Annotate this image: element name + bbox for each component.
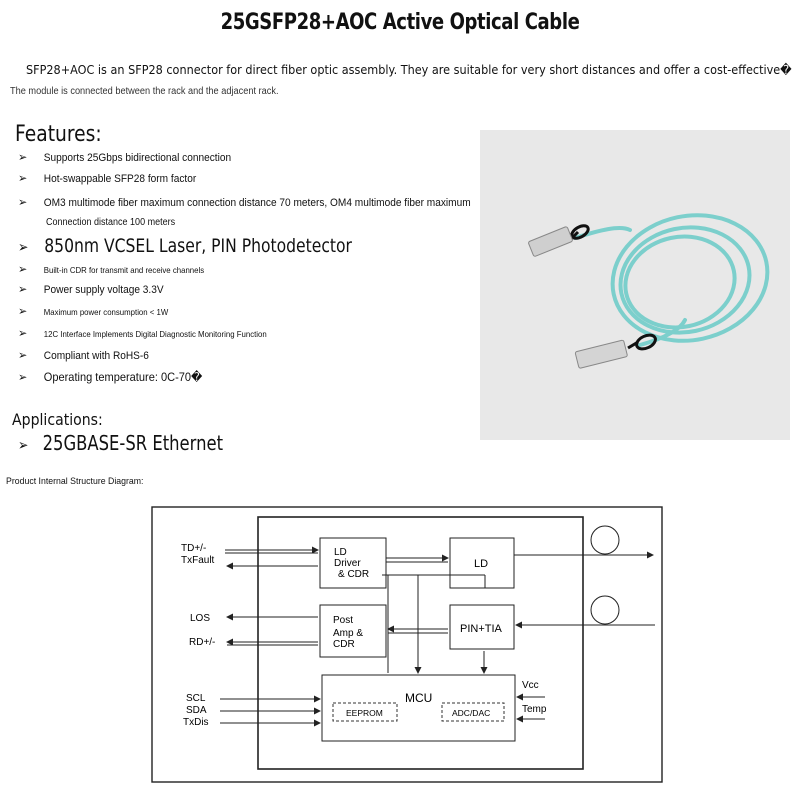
applications-heading: Applications:	[12, 410, 103, 429]
svg-text:CDR: CDR	[333, 639, 355, 650]
feature-item: ➢OM3 multimode fiber maximum connection …	[18, 195, 471, 209]
eeprom-block	[332, 702, 398, 722]
arrow-bullet-icon: ➢	[18, 326, 28, 340]
feature-item: ➢Hot-swappable SFP28 form factor	[18, 171, 197, 185]
arrow-bullet-icon: ➢	[18, 150, 28, 164]
ld-driver-block	[319, 537, 387, 589]
arrow-bullet-icon: ➢	[18, 282, 28, 296]
signal-txfault: TxFault	[181, 555, 215, 566]
diagram-caption: Product Internal Structure Diagram:	[6, 476, 144, 487]
feature-item: ➢Built-in CDR for transmit and receive c…	[18, 262, 205, 276]
feature-item: ➢Power supply voltage 3.3V	[18, 282, 164, 296]
signal-txdis: TxDis	[183, 717, 209, 728]
feature-item: ➢850nm VCSEL Laser, PIN Photodetector	[18, 235, 352, 257]
pin-tia-block	[449, 604, 515, 650]
eeprom-label: EEPROM	[346, 708, 383, 718]
signal-temp: Temp	[522, 704, 547, 715]
page-title: 25GSFP28+AOC Active Optical Cable	[220, 10, 580, 35]
intro-text-continued: The module is connected between the rack…	[10, 86, 279, 97]
sfp28-connector-top	[528, 224, 590, 257]
signal-rd: RD+/-	[189, 637, 215, 648]
arrow-bullet-icon: ➢	[18, 171, 28, 185]
product-photo	[480, 130, 790, 440]
pin-tia-label: PIN+TIA	[460, 623, 503, 635]
internal-structure-diagram: LD Driver & CDR LD Post Amp & CDR PIN+TI…	[151, 506, 663, 783]
feature-item: ➢Maximum power consumption < 1W	[18, 304, 169, 318]
adc-dac-label: ADC/DAC	[452, 708, 490, 718]
rx-fiber-port	[590, 595, 620, 625]
arrow-bullet-icon: ➢	[18, 304, 28, 318]
mcu-label: MCU	[405, 691, 432, 705]
signal-vcc: Vcc	[522, 680, 539, 691]
feature-item: ➢12C Interface Implements Digital Diagno…	[18, 326, 267, 340]
module-housing	[257, 516, 584, 770]
tx-fiber-port	[590, 525, 620, 555]
mcu-block	[321, 674, 516, 742]
feature-item: ➢Compliant with RoHS-6	[18, 348, 149, 362]
application-item: ➢25GBASE-SR Ethernet	[18, 431, 223, 455]
svg-text:& CDR: & CDR	[338, 569, 369, 580]
arrow-bullet-icon: ➢	[18, 348, 28, 362]
signal-scl: SCL	[186, 693, 206, 704]
ld-driver-label: LD	[334, 547, 347, 558]
adc-dac-block	[441, 702, 505, 722]
arrow-bullet-icon: ➢	[18, 370, 28, 384]
intro-text: SFP28+AOC is an SFP28 connector for dire…	[26, 62, 792, 77]
arrow-bullet-icon: ➢	[18, 262, 28, 276]
feature-item: ➢Operating temperature: 0C-70�	[18, 370, 203, 384]
feature-item: ➢Supports 25Gbps bidirectional connectio…	[18, 150, 232, 164]
ld-block	[449, 537, 515, 589]
signal-sda: SDA	[186, 705, 207, 716]
arrow-bullet-icon: ➢	[18, 195, 28, 209]
signal-los: LOS	[190, 613, 210, 624]
outer-frame	[151, 506, 663, 783]
post-amp-block	[319, 604, 387, 658]
signal-td: TD+/-	[181, 543, 206, 554]
features-heading: Features:	[15, 122, 102, 147]
aoc-cable-illustration	[528, 213, 770, 369]
feature-item-continued: Connection distance 100 meters	[46, 217, 176, 228]
post-amp-label: Post	[333, 615, 353, 626]
svg-text:Amp &: Amp &	[333, 628, 363, 639]
arrow-bullet-icon: ➢	[18, 238, 29, 256]
ld-label: LD	[474, 558, 488, 570]
sfp28-connector-bottom	[574, 333, 657, 369]
arrow-bullet-icon: ➢	[18, 436, 29, 454]
svg-text:Driver: Driver	[334, 558, 361, 569]
